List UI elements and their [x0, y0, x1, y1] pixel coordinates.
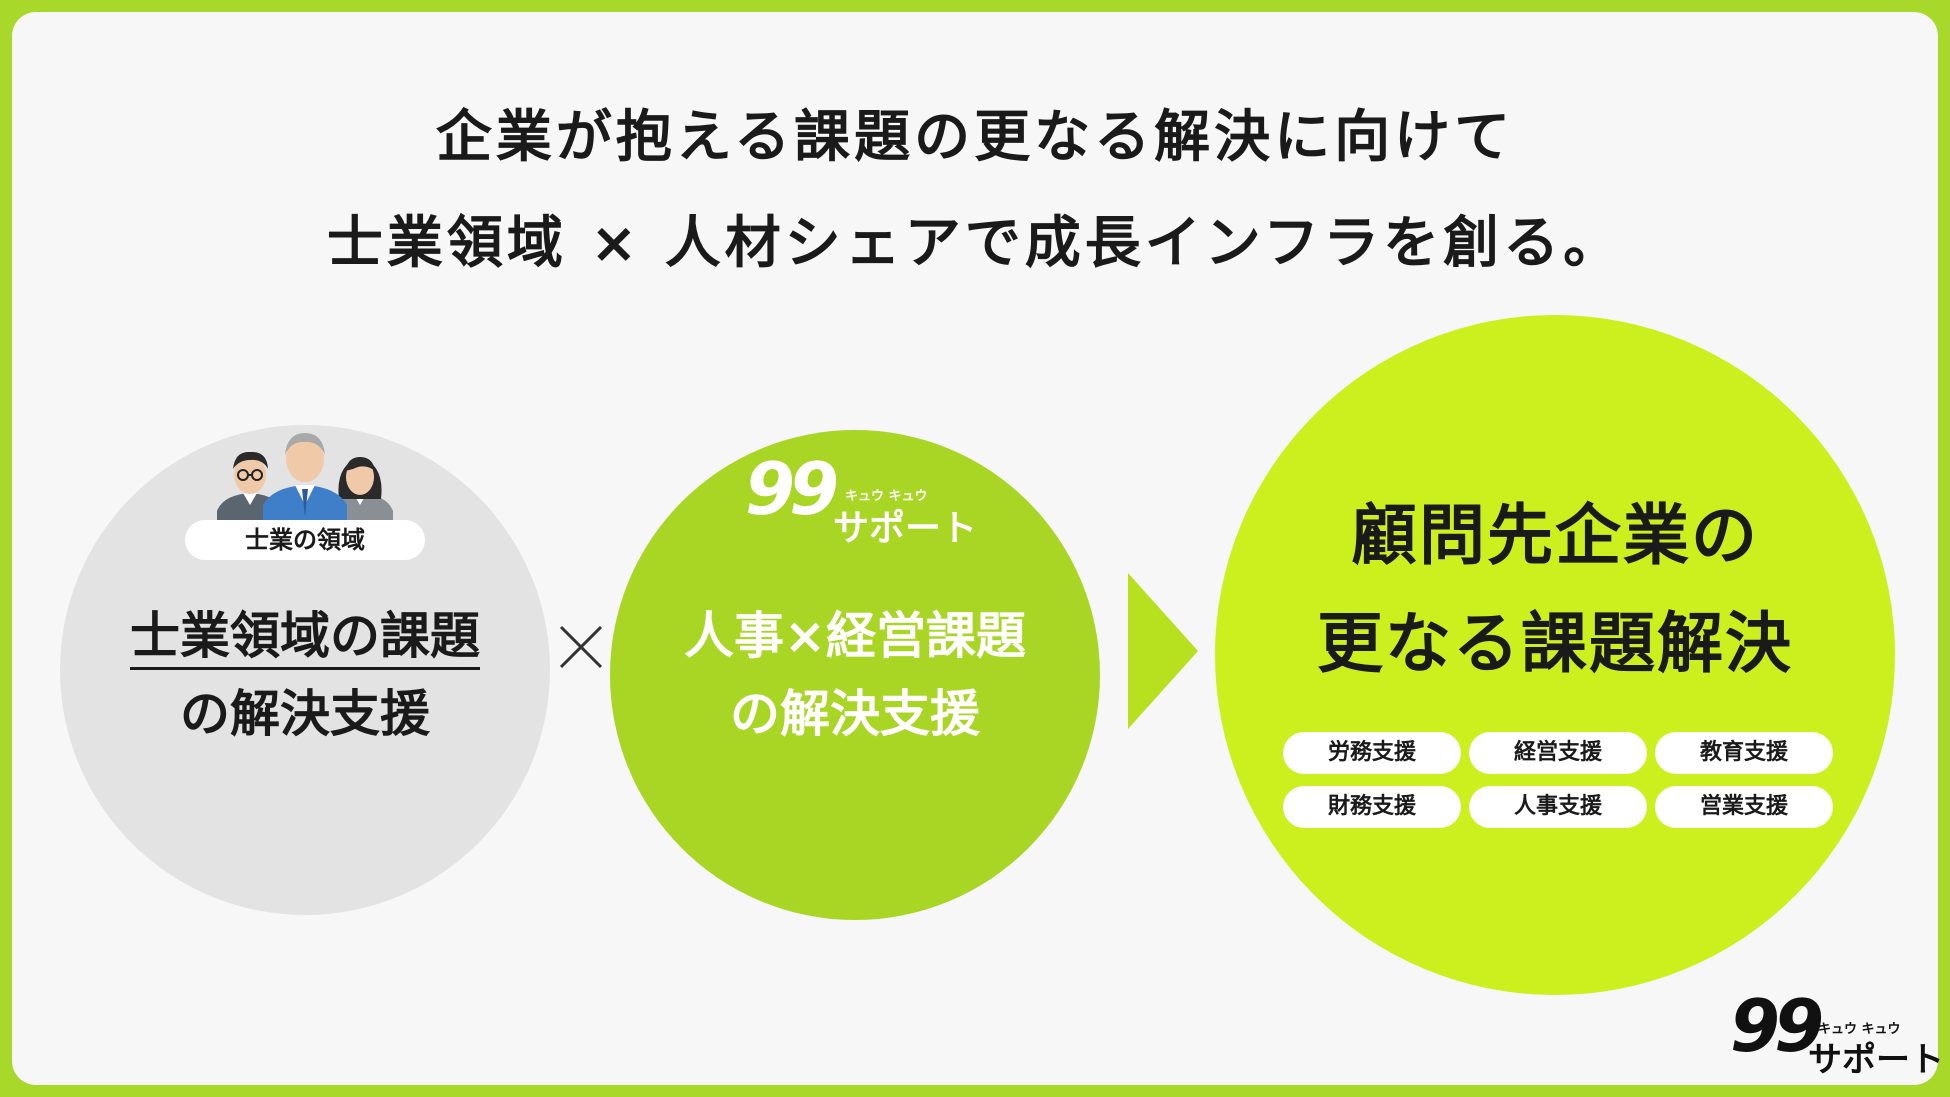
domain-tag: 士業の領域	[185, 520, 425, 560]
99support-circle	[610, 430, 1100, 920]
brand-logo-kana: サポート	[1808, 1040, 1944, 1080]
pill-labor: 労務支援	[1283, 732, 1461, 774]
pill-hr: 人事支援	[1469, 786, 1647, 828]
logo-kana: サポート	[833, 508, 978, 549]
senior-man-icon	[263, 433, 347, 523]
arrow-right-icon	[1128, 573, 1198, 729]
professional-issue-line-1: 士業領域の課題	[130, 607, 480, 670]
hr-issue-line-1: 人事×経営課題	[684, 607, 1026, 665]
pill-finance: 財務支援	[1283, 786, 1461, 828]
hr-management-issue-text: 人事×経営課題 の解決支援	[610, 597, 1100, 753]
client-solution-circle	[1215, 315, 1895, 995]
client-solution-line-1: 顧問先企業の	[1351, 497, 1759, 574]
headline-line-2: 士業領域 × 人材シェアで成長インフラを創る。	[326, 211, 1624, 276]
headline-line-1: 企業が抱える課題の更なる解決に向けて	[435, 105, 1515, 170]
client-solution-text: 顧問先企業の 更なる課題解決	[1215, 482, 1895, 698]
hr-issue-line-2: の解決支援	[730, 685, 980, 743]
pill-education: 教育支援	[1655, 732, 1833, 774]
professional-issue-text: 士業領域の課題 の解決支援	[60, 597, 550, 753]
brand-logo-ruby: キュウ キュウ	[1818, 1022, 1901, 1037]
multiply-icon	[559, 625, 603, 669]
brand-logo: 99 キュウ キュウ サポート	[1730, 984, 1944, 1080]
99support-logo: 99 キュウ キュウ サポート	[745, 447, 977, 549]
pill-sales: 営業支援	[1655, 786, 1833, 828]
professionals-illustration	[217, 433, 393, 523]
logo-nines: 99	[745, 447, 839, 531]
pill-management: 経営支援	[1469, 732, 1647, 774]
client-solution-line-2: 更なる課題解決	[1317, 605, 1793, 682]
woman-icon	[327, 457, 393, 523]
support-pills: 労務支援 経営支援 教育支援 財務支援 人事支援 営業支援	[1283, 732, 1833, 828]
logo-ruby: キュウ キュウ	[845, 489, 928, 504]
professional-issue-line-2: の解決支援	[180, 685, 430, 743]
brand-logo-nines: 99	[1730, 984, 1824, 1068]
